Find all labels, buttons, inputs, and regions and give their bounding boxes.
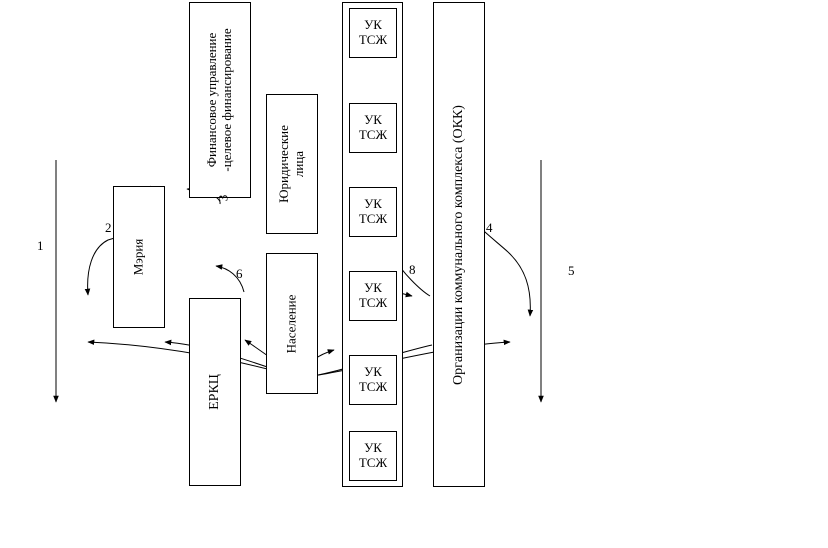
meria-label: Мэрия (130, 238, 146, 276)
number-3: 3 (215, 194, 231, 202)
erkc-box: ЕРКЦ (189, 298, 241, 486)
uk-tszh-column (342, 2, 403, 487)
meria-box: Мэрия (113, 186, 165, 328)
population-box: Население (266, 253, 318, 394)
legal-entities-box: Юридические лица (266, 94, 318, 234)
number-6: 6 (236, 266, 243, 281)
number-5: 5 (568, 263, 575, 278)
population-label: Население (283, 294, 299, 353)
arrow-6 (215, 264, 245, 293)
number-4: 4 (486, 220, 493, 235)
finance-box: Финансовое управление -целевое финансиро… (189, 2, 251, 198)
number-8: 8 (409, 262, 416, 277)
legal-entities-label: Юридические лица (276, 125, 306, 203)
number-2: 2 (105, 220, 112, 235)
erkc-label: ЕРКЦ (206, 374, 222, 410)
finance-label: Финансовое управление -целевое финансиро… (204, 28, 234, 172)
okk-label: Организации коммунального комплекса (ОКК… (450, 104, 466, 385)
number-1: 1 (37, 238, 44, 253)
okk-box: Организации коммунального комплекса (ОКК… (433, 2, 485, 487)
